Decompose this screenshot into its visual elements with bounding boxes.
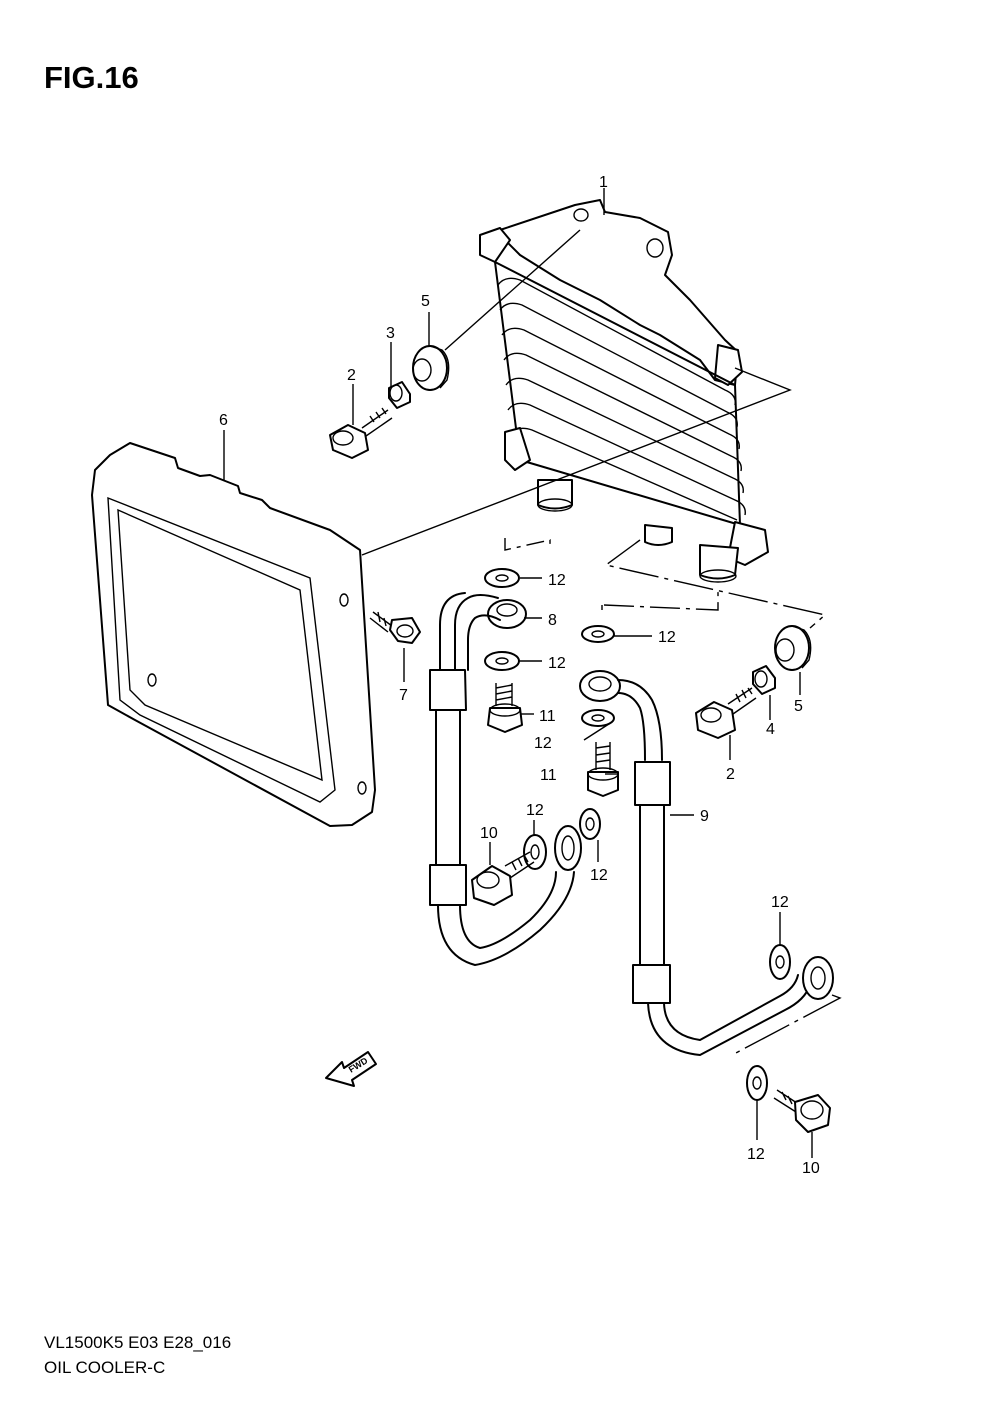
figure-code: VL1500K5 E03 E28_016 xyxy=(44,1333,232,1352)
callout-5-left: 5 xyxy=(421,293,430,310)
oil-hose-left xyxy=(429,592,582,966)
bolt-10-left xyxy=(471,851,535,906)
callout-12-a: 12 xyxy=(548,572,566,589)
bolt-2-right xyxy=(695,687,757,739)
grommet-5-left xyxy=(412,345,450,391)
bolt-2-left xyxy=(329,407,393,459)
oil-cooler-cover xyxy=(91,442,376,827)
collar-4 xyxy=(752,665,776,695)
bolts-11 xyxy=(487,683,619,797)
figure-name: OIL COOLER-C xyxy=(44,1358,166,1377)
bolt-10-right xyxy=(773,1089,831,1133)
callout-12-f: 12 xyxy=(590,867,608,884)
callout-10-left: 10 xyxy=(480,825,498,842)
callout-11-a: 11 xyxy=(539,708,556,725)
callout-5-right: 5 xyxy=(794,698,803,715)
callout-6: 6 xyxy=(219,412,228,429)
callout-1: 1 xyxy=(599,174,608,191)
callout-2-left: 2 xyxy=(347,367,356,384)
callout-3: 3 xyxy=(386,325,395,342)
collar-3 xyxy=(388,381,411,409)
oil-cooler-core xyxy=(479,199,769,583)
bolt-7 xyxy=(369,611,421,644)
callout-9: 9 xyxy=(700,808,709,825)
callout-12-d: 12 xyxy=(534,735,552,752)
figure-title: FIG.16 xyxy=(44,60,139,95)
grommet-5-right xyxy=(774,625,812,671)
callout-2-right: 2 xyxy=(726,766,735,783)
callout-12-c: 12 xyxy=(548,655,566,672)
washers-and-unions xyxy=(484,568,791,1101)
callout-12-g: 12 xyxy=(771,894,789,911)
callout-8: 8 xyxy=(548,612,557,629)
callout-12-h: 12 xyxy=(747,1146,765,1163)
callout-11-b: 11 xyxy=(540,767,557,784)
callout-10-right: 10 xyxy=(802,1160,820,1177)
callout-12-b: 12 xyxy=(658,629,676,646)
callout-7: 7 xyxy=(399,687,408,704)
leader-lines xyxy=(223,188,842,1158)
callout-12-e: 12 xyxy=(526,802,544,819)
oil-hose-right xyxy=(579,670,834,1056)
forward-arrow-icon: FWD xyxy=(325,1051,377,1087)
callout-4: 4 xyxy=(766,721,775,738)
callout-labels: 1 5 3 2 6 12 8 12 12 7 11 5 4 12 2 11 9 … xyxy=(219,174,820,1177)
